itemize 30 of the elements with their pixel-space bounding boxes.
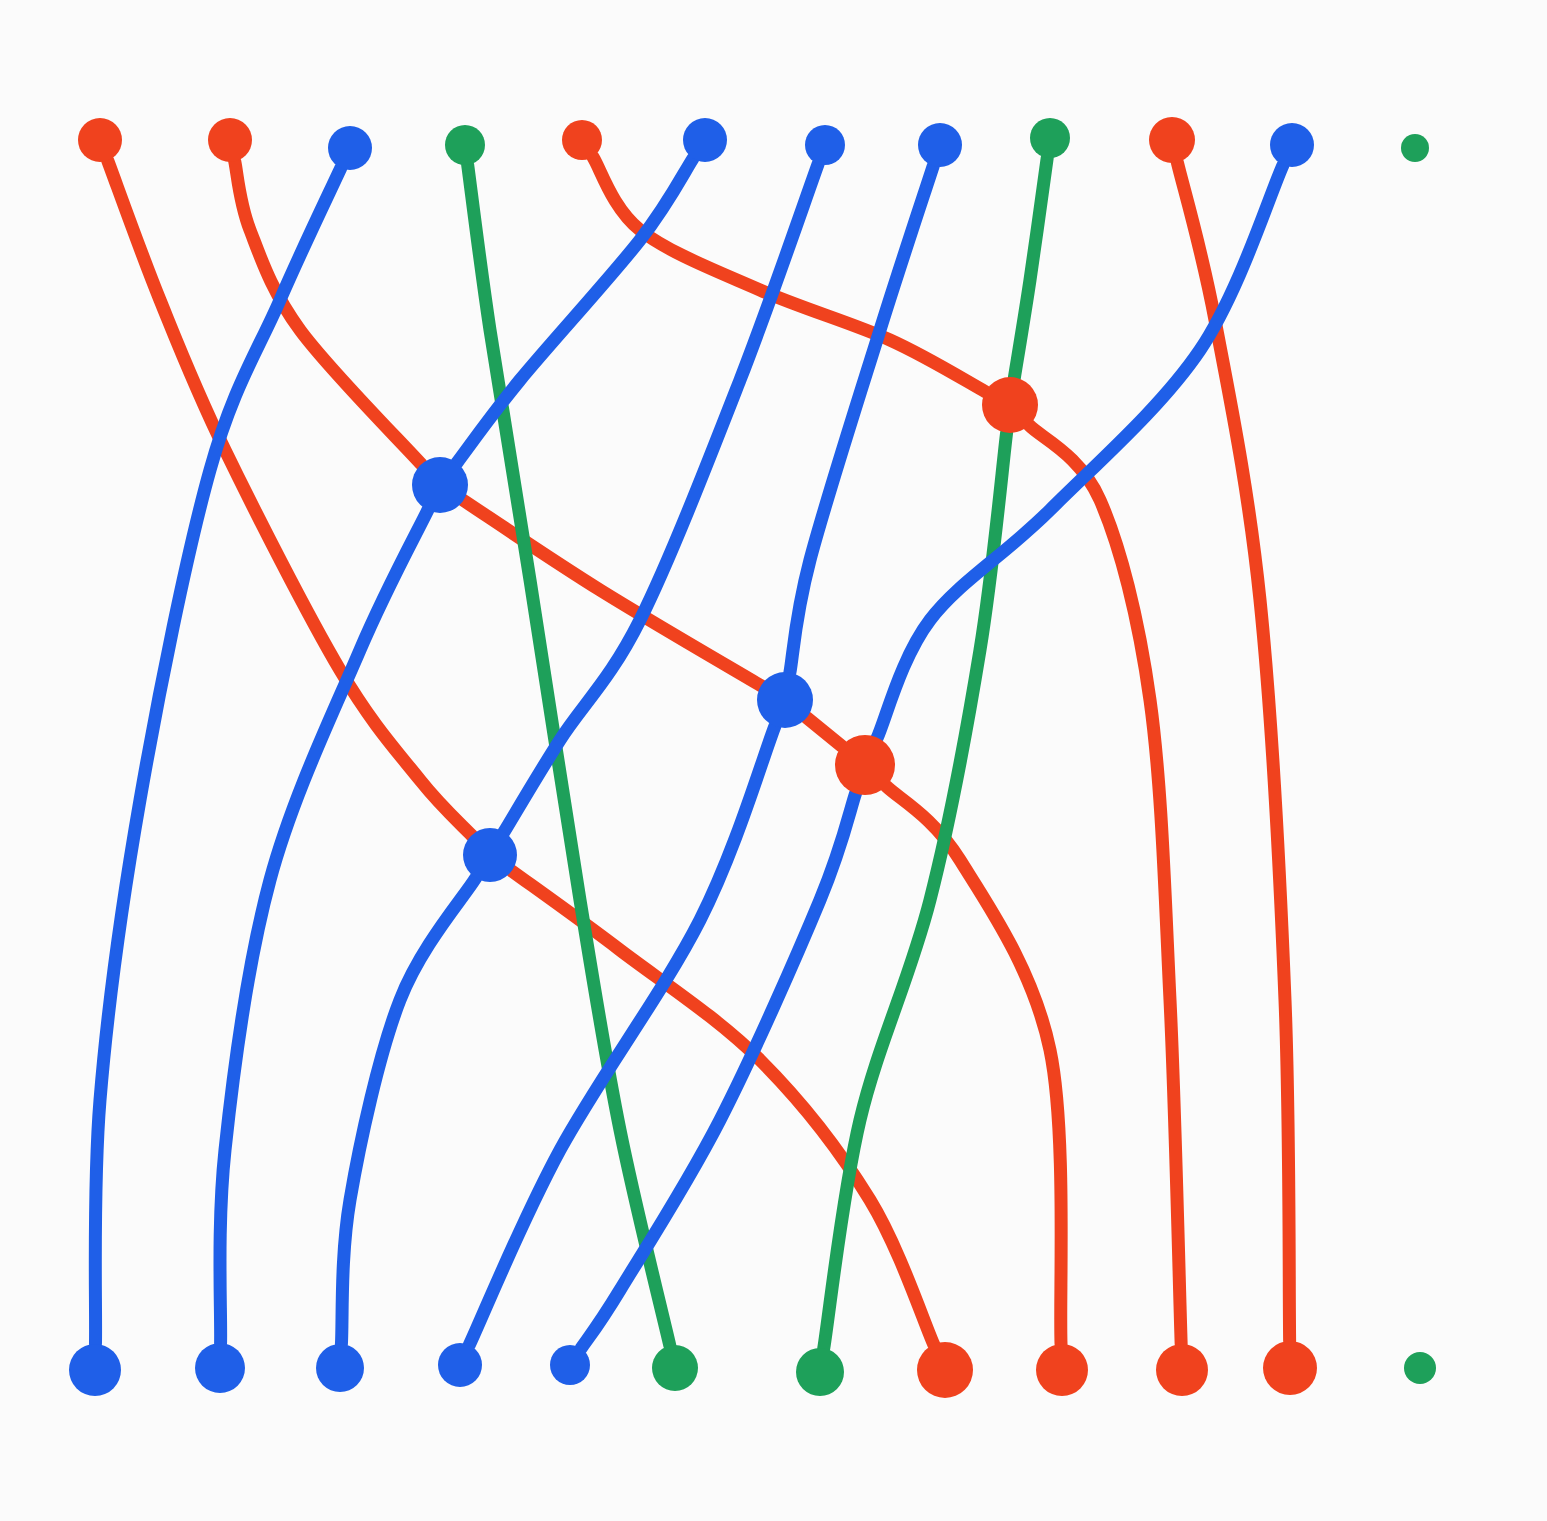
strand-line bbox=[800, 711, 849, 753]
dot bbox=[1036, 1344, 1088, 1396]
dot bbox=[445, 125, 485, 165]
dot bbox=[1401, 134, 1429, 162]
dot bbox=[78, 118, 122, 162]
dot bbox=[438, 1343, 482, 1387]
dot bbox=[562, 120, 602, 160]
dot bbox=[796, 1348, 844, 1396]
dot bbox=[1270, 123, 1314, 167]
dot bbox=[1263, 1341, 1317, 1395]
dot bbox=[463, 828, 517, 882]
dot bbox=[683, 118, 727, 162]
dot bbox=[316, 1344, 364, 1392]
dot bbox=[328, 126, 372, 170]
dot bbox=[1030, 118, 1070, 158]
dot bbox=[918, 123, 962, 167]
dot bbox=[982, 377, 1038, 433]
dot bbox=[1404, 1352, 1436, 1384]
dot bbox=[917, 1342, 973, 1398]
dot bbox=[412, 457, 468, 513]
dot bbox=[757, 672, 813, 728]
dot bbox=[805, 125, 845, 165]
dot bbox=[1156, 1344, 1208, 1396]
dot bbox=[1149, 117, 1195, 163]
dot bbox=[835, 735, 895, 795]
dot bbox=[652, 1345, 698, 1391]
dot bbox=[69, 1344, 121, 1396]
dot bbox=[550, 1345, 590, 1385]
dot bbox=[208, 118, 252, 162]
dot bbox=[195, 1343, 245, 1393]
